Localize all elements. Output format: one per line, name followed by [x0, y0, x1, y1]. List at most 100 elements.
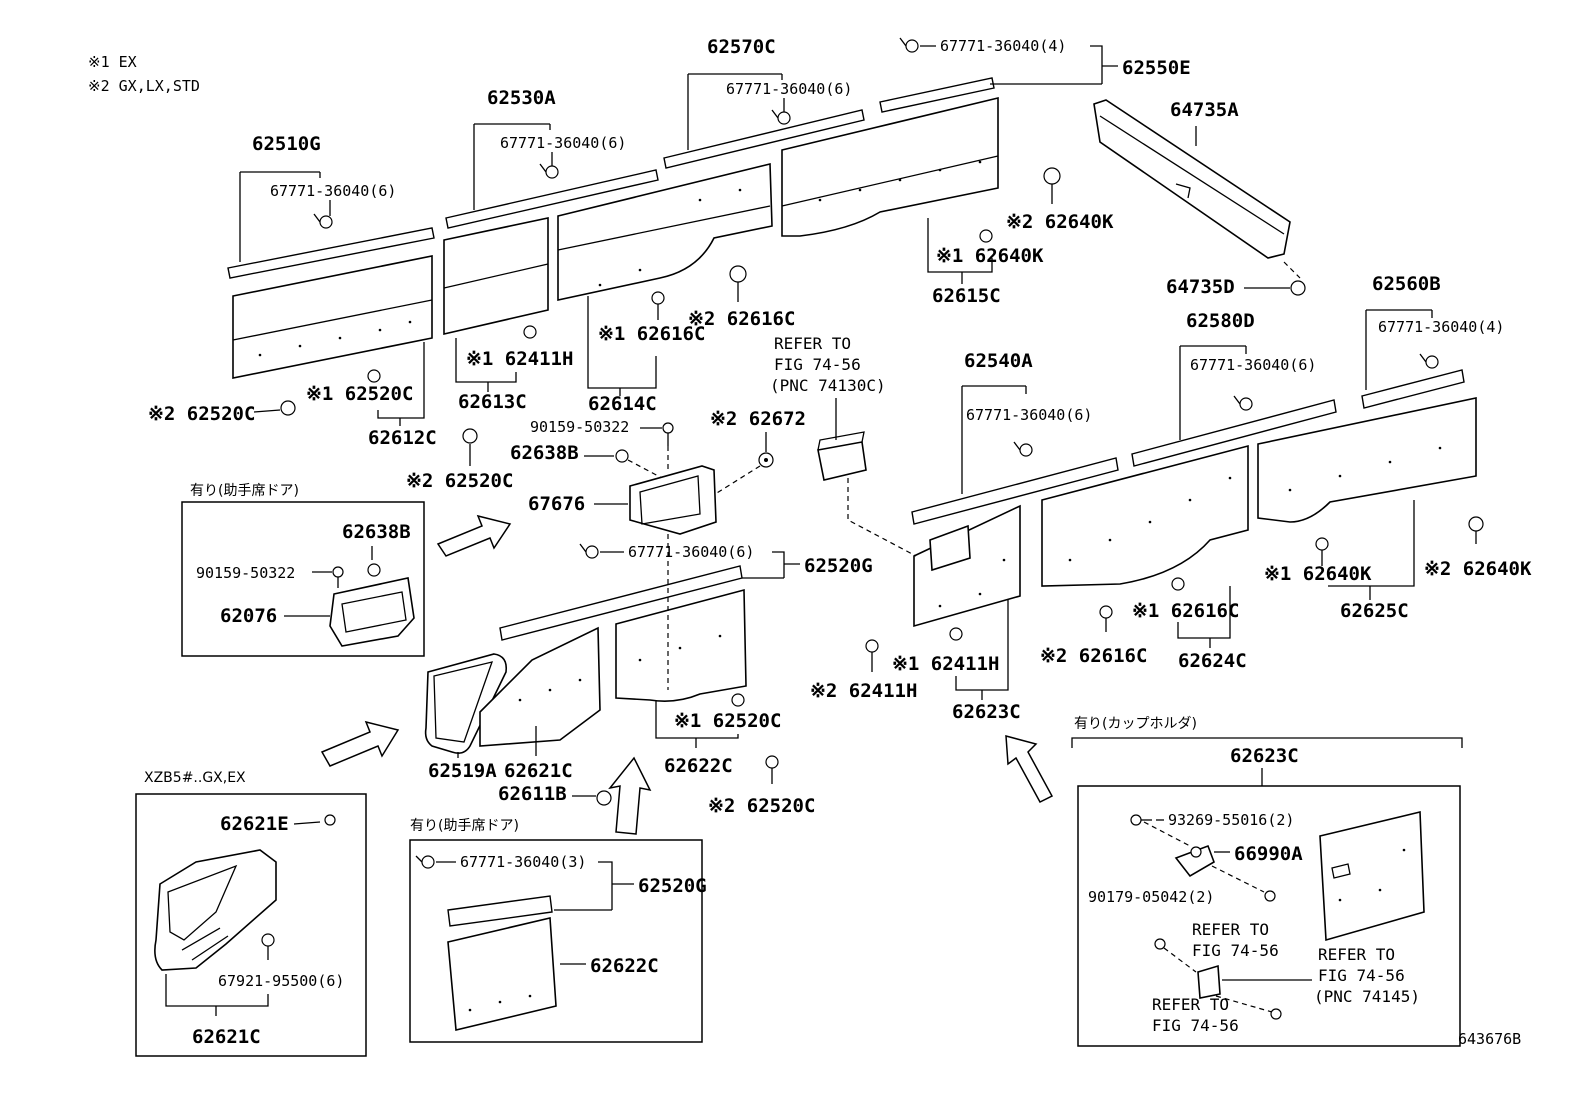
panel-62615C: [663, 77, 999, 237]
label-62622C: 62622C: [664, 755, 733, 777]
clip-icon: [731, 693, 745, 707]
label-62540A: 62540A: [964, 350, 1033, 372]
handle-67676: [629, 465, 717, 535]
clip-icon: [367, 369, 381, 383]
label-62613C: 62613C: [458, 391, 527, 413]
label-62510G: 62510G: [252, 133, 321, 155]
label-62624C: 62624C: [1178, 650, 1247, 672]
label-62640K-1-right: ※1 62640K: [1264, 563, 1372, 585]
label-62616C-2-right: ※2 62616C: [1040, 645, 1147, 667]
refer-text-1: REFER TO: [774, 334, 851, 353]
screw-icon: [1264, 890, 1276, 902]
screw-icon: [1130, 814, 1152, 826]
clip-icon: [765, 755, 779, 784]
box1-label-62076: 62076: [220, 605, 277, 627]
label-62614C: 62614C: [588, 393, 657, 415]
strip-62520G-inset: [447, 895, 553, 927]
box3-refer-1a: REFER TO: [1192, 920, 1269, 939]
clip-icon: [1233, 395, 1253, 411]
label-62520C-2-left: ※2 62520C: [148, 403, 255, 425]
label-clip-62520G: 67771-36040(6): [628, 543, 754, 561]
label-62520C-2-mid: ※2 62520C: [406, 470, 513, 492]
clip-icon: [729, 265, 747, 283]
label-62520G: 62520G: [804, 555, 873, 577]
clip-icon: [462, 428, 478, 444]
xzb-title: XZB5#..GX,EX: [144, 770, 246, 786]
bracket-icon: [1197, 964, 1221, 999]
label-clip-62570C: 67771-36040(6): [726, 80, 852, 98]
box3-label-90179: 90179-05042(2): [1088, 888, 1214, 906]
clip-icon: [1099, 605, 1113, 632]
screw-icon: [662, 422, 674, 446]
panel-62613C: [443, 162, 773, 336]
holder-66990A: [1174, 844, 1215, 878]
label-62411H-2-right: ※2 62411H: [810, 680, 917, 702]
arrow-pointer: [608, 756, 652, 835]
clip-icon: [865, 639, 879, 672]
clip-icon: [1419, 353, 1439, 369]
label-62621C: 62621C: [504, 760, 573, 782]
screw-icon: [1270, 1008, 1282, 1020]
xzb-label-62621C: 62621C: [192, 1026, 261, 1048]
label-62411H-1-top: ※1 62411H: [466, 348, 573, 370]
arrow-pointer: [436, 514, 512, 557]
box3-label-93269: 93269-55016(2): [1168, 811, 1294, 829]
box2-label-62520G: 62520G: [638, 875, 707, 897]
label-62616C-1-right: ※1 62616C: [1132, 600, 1239, 622]
box3-refer-2b: FIG 74-56: [1318, 966, 1405, 985]
label-62612C: 62612C: [368, 427, 437, 449]
clip-icon: [261, 933, 275, 960]
inset-box-1: [181, 501, 425, 657]
clip-icon: [539, 163, 559, 179]
screw-icon: [1154, 938, 1166, 950]
label-62638B: 62638B: [510, 442, 579, 464]
label-62611B: 62611B: [498, 783, 567, 805]
label-62640K-2-right: ※2 62640K: [1424, 558, 1532, 580]
label-62520C-1-low: ※1 62520C: [674, 710, 781, 732]
arrow-pointer: [1005, 735, 1054, 803]
clip-icon: [771, 109, 791, 125]
label-62640K-1-top: ※1 62640K: [936, 245, 1044, 267]
clip-icon: [1013, 441, 1033, 457]
box1-label-62638B: 62638B: [342, 521, 411, 543]
box3-refer-2a: REFER TO: [1318, 945, 1395, 964]
clip-icon: [899, 37, 919, 53]
box2-label-67771: 67771-36040(3): [460, 853, 586, 871]
clip-icon: [579, 543, 599, 559]
clip-icon: [324, 814, 336, 826]
label-clip-62580D: 67771-36040(6): [1190, 356, 1316, 374]
shelf-64735A: [1093, 99, 1291, 259]
clip-icon: [1043, 167, 1061, 185]
label-62615C: 62615C: [932, 285, 1001, 307]
box3-refer-1b: FIG 74-56: [1192, 941, 1279, 960]
figure-id: 643676B: [1458, 1030, 1521, 1048]
clip-icon: [615, 449, 629, 463]
label-62560B: 62560B: [1372, 273, 1441, 295]
xzb-label-62621E: 62621E: [220, 813, 289, 835]
label-62550E: 62550E: [1122, 57, 1191, 79]
inset-box-3: [1077, 785, 1461, 1047]
inset-box-2: [409, 839, 703, 1043]
clip-icon: [596, 790, 612, 806]
gear-icon: [758, 452, 774, 468]
screw-icon: [332, 566, 344, 588]
box2-title: 有り(助手席ドア): [410, 818, 519, 834]
panel-62612C: [227, 227, 435, 379]
label-62580D: 62580D: [1186, 310, 1255, 332]
label-clip-62530A: 67771-36040(6): [500, 134, 626, 152]
legend-note-1: ※1 EX: [88, 53, 137, 71]
box3-refer-3a: REFER TO: [1152, 995, 1229, 1014]
box1-title: 有り(助手席ドア): [190, 483, 299, 499]
clip-icon: [1315, 537, 1329, 566]
label-90159: 90159-50322: [530, 418, 629, 436]
box1-label-90159: 90159-50322: [196, 564, 295, 582]
label-62625C: 62625C: [1340, 600, 1409, 622]
panel-62623C-inset: [1319, 810, 1425, 942]
label-62616C-1-top: ※1 62616C: [598, 323, 705, 345]
xzb-label-67921: 67921-95500(6): [218, 972, 344, 990]
label-64735A: 64735A: [1170, 99, 1239, 121]
label-62519A: 62519A: [428, 760, 497, 782]
clip-icon: [1468, 516, 1484, 544]
panel-62621C-inset: [154, 849, 277, 971]
